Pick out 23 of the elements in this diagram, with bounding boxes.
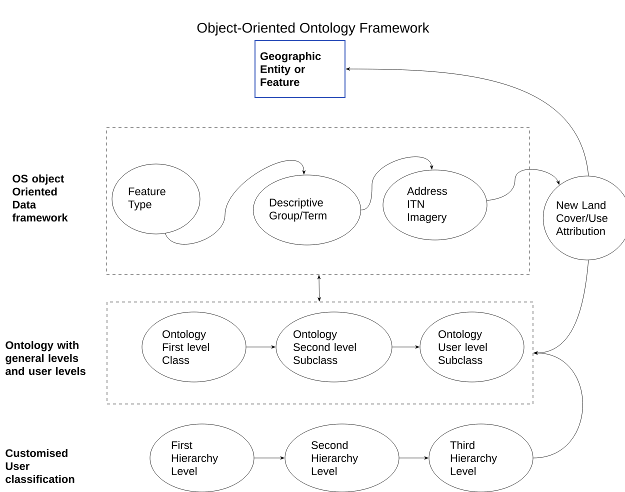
ellipse-node: Feature Type [112, 164, 200, 234]
arrow [246, 345, 276, 349]
arrow [486, 169, 560, 201]
dashed-group-box [106, 127, 530, 275]
ellipse-node: Ontology Second level Subclass [276, 312, 392, 382]
ellipse-node: Ontology First level Class [142, 312, 246, 382]
arrow [399, 456, 428, 460]
arrow [317, 275, 321, 302]
title: Object-Oriented Ontology Framework [197, 22, 430, 36]
ellipse-node: Address ITN Imagery [382, 170, 488, 240]
arrow [254, 456, 284, 460]
ellipse-node: Descriptive Group/Term [253, 174, 361, 246]
arrow [165, 160, 306, 244]
arrow [360, 156, 434, 210]
row-heading: Customised User classification [6, 448, 74, 484]
row-heading: OS object Oriented Data framework [12, 174, 68, 222]
arrow [392, 345, 420, 349]
dashed-group-box [106, 302, 534, 404]
ellipse-node: Ontology User level Subclass [420, 312, 524, 382]
arrow [533, 351, 583, 458]
row-heading: Ontology with general levels and user levels [6, 340, 86, 376]
entity-box: Geographic Entity or Feature [254, 40, 346, 98]
arrow [346, 67, 589, 176]
